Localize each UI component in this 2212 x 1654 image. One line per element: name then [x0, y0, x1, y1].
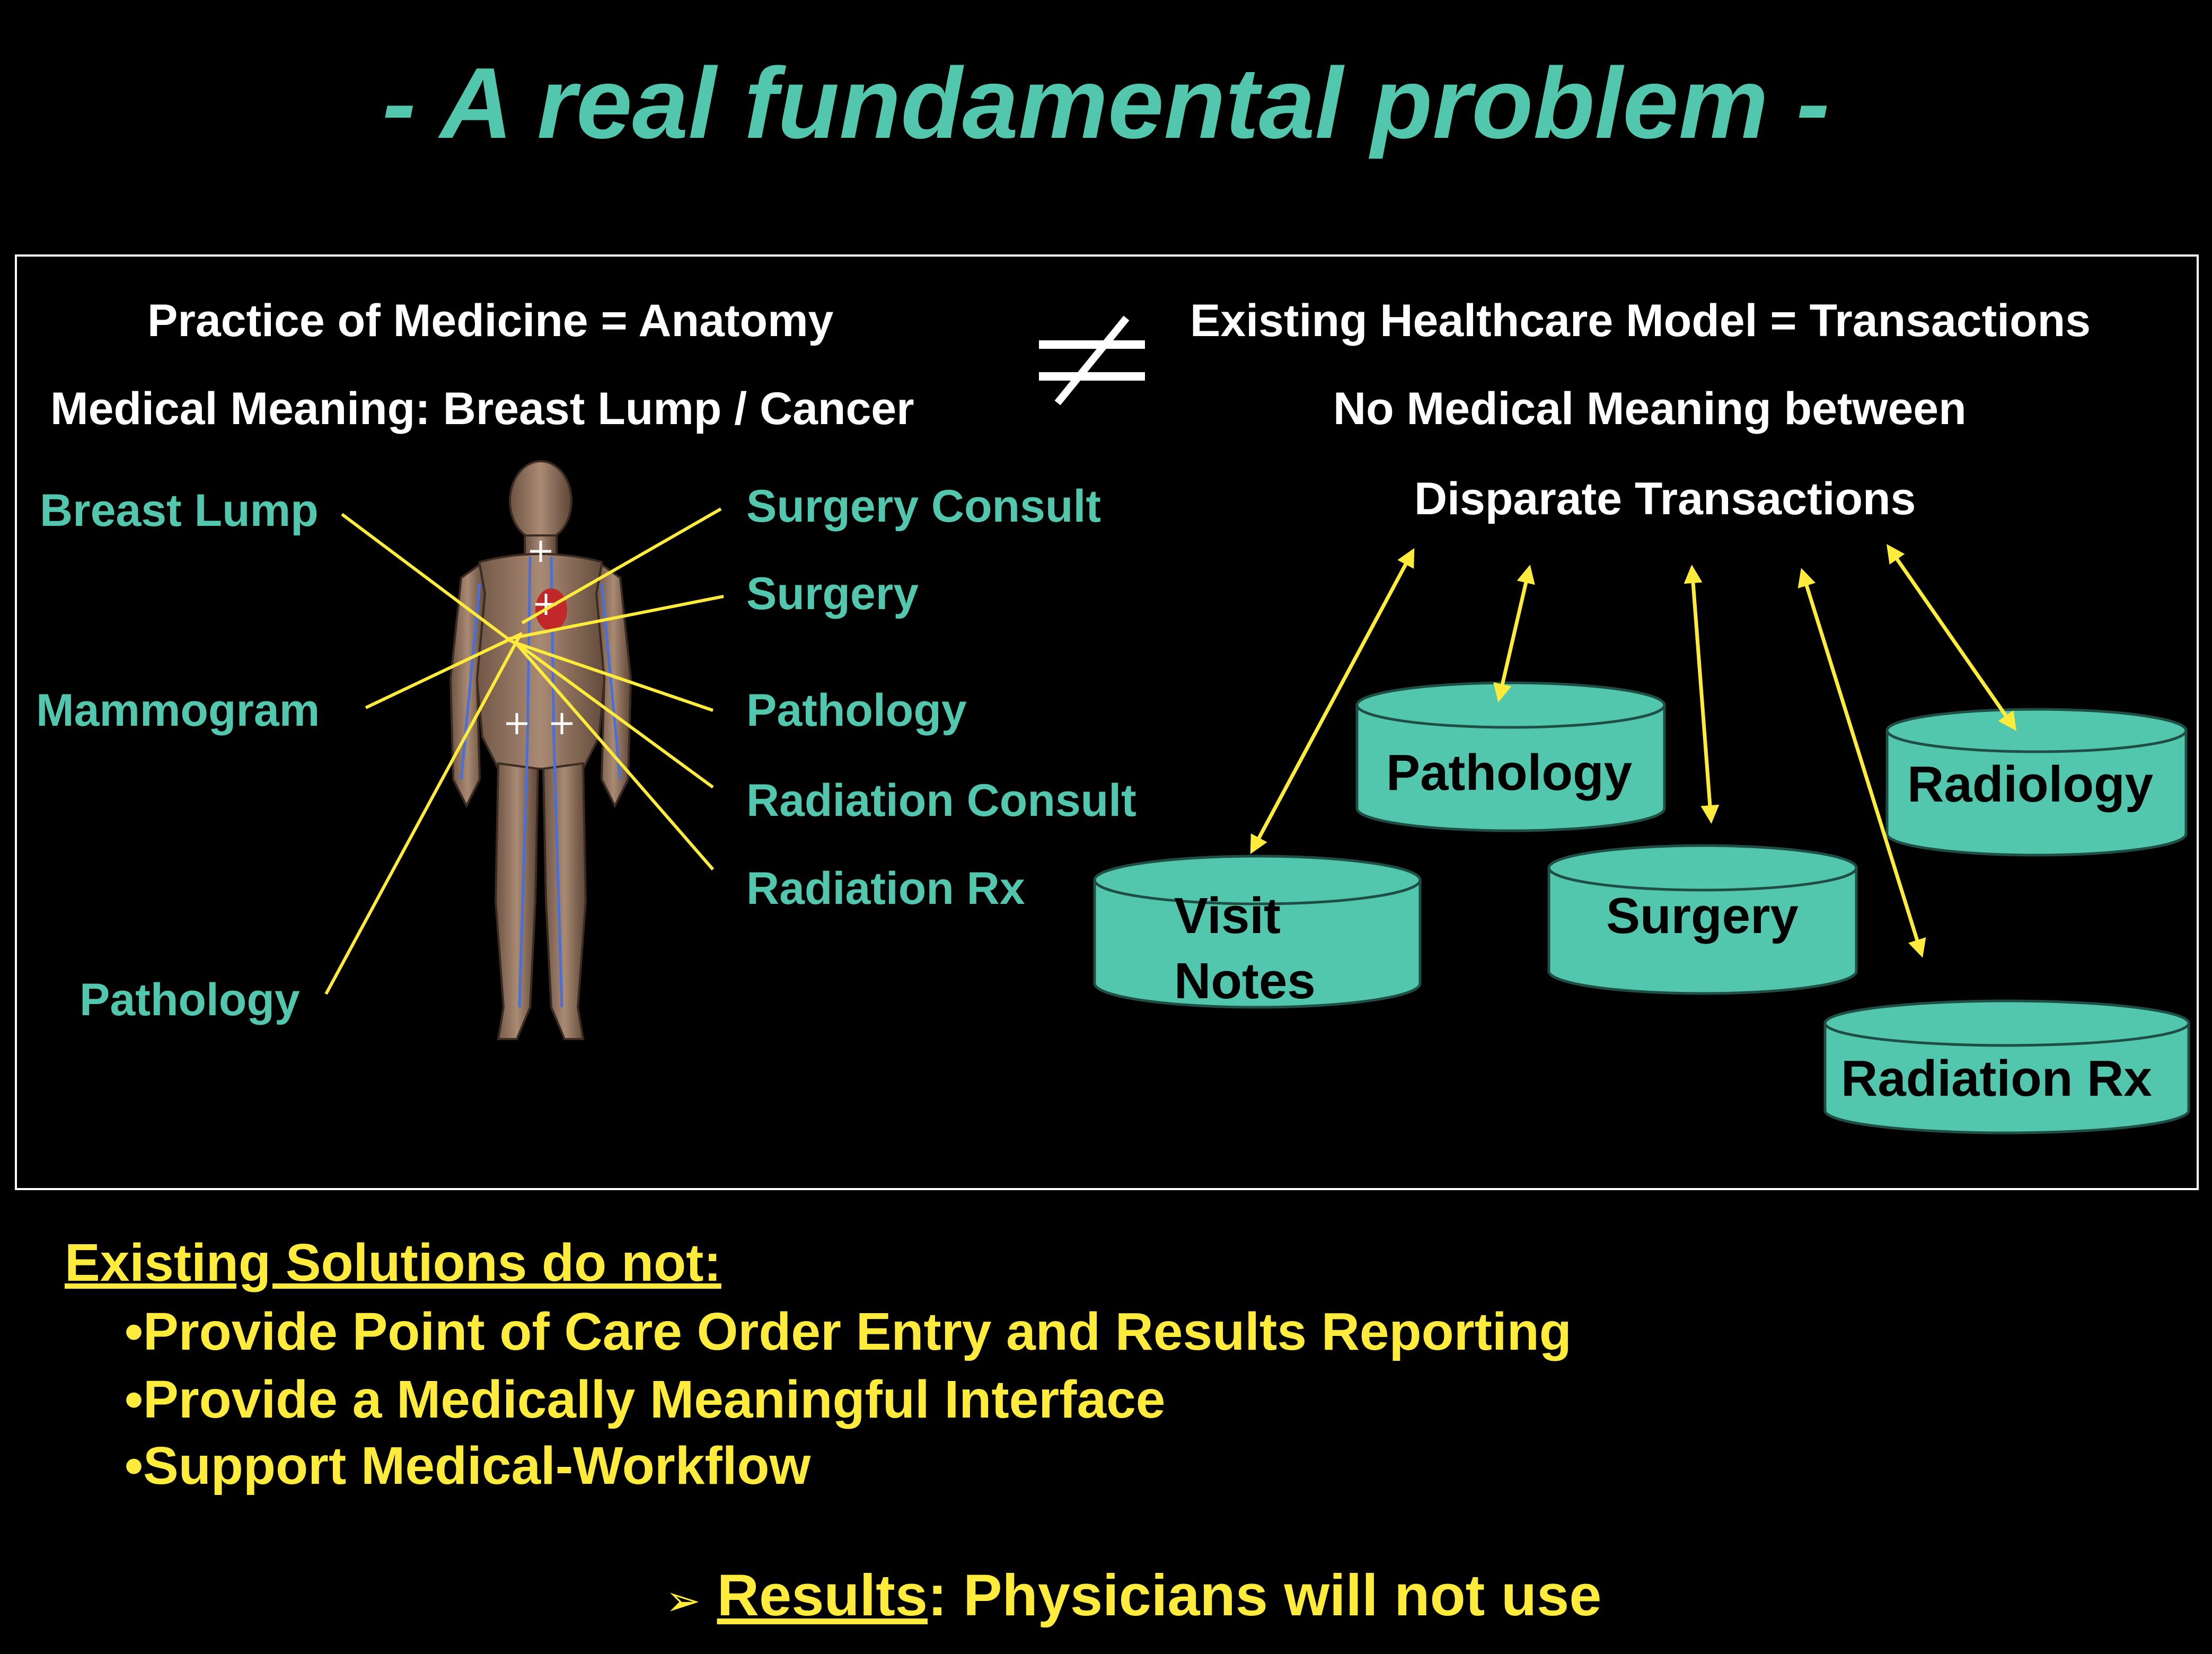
results-label: Results — [717, 1563, 928, 1628]
label-radiation-rx: Radiation Rx — [746, 863, 1025, 914]
db-radiology-label: Radiology — [1907, 756, 2154, 813]
heart-icon — [535, 588, 567, 631]
label-mammogram: Mammogram — [36, 685, 320, 736]
db-radiation-rx-label: Radiation Rx — [1841, 1050, 2152, 1107]
db-pathology — [1355, 681, 1666, 832]
left-subheading: Medical Meaning: Breast Lump / Cancer — [50, 383, 914, 434]
results-line: ➢ Results: Physicians will not use — [665, 1567, 1601, 1625]
db-radiation-rx — [1823, 999, 2190, 1134]
db-visit-notes-label-2: Notes — [1174, 953, 1316, 1009]
marker-crosses — [506, 541, 572, 734]
bidirectional-arrows — [1250, 544, 2016, 958]
right-subheading-1: No Medical Meaning between — [1333, 383, 1967, 434]
connector-lines — [324, 507, 724, 995]
label-pathology-right: Pathology — [746, 685, 967, 736]
db-visit-notes — [1093, 855, 1422, 1009]
db-surgery — [1547, 844, 1858, 995]
db-surgery-label: Surgery — [1606, 887, 1799, 944]
label-surgery: Surgery — [746, 568, 919, 619]
db-pathology-label: Pathology — [1386, 744, 1633, 801]
label-breast-lump: Breast Lump — [40, 485, 319, 536]
slide-title: - A real fundamental problem - — [382, 47, 1830, 160]
bullet-2: •Provide a Medically Meaningful Interfac… — [125, 1370, 1166, 1429]
label-surgery-consult: Surgery Consult — [746, 481, 1101, 532]
right-subheading-2: Disparate Transactions — [1414, 473, 1916, 524]
db-visit-notes-label-1: Visit — [1174, 887, 1281, 944]
label-radiation-consult: Radiation Consult — [746, 775, 1136, 826]
not-equal-icon — [1039, 315, 1145, 406]
bullet-3: •Support Medical-Workflow — [125, 1436, 811, 1495]
existing-solutions-heading: Existing Solutions do not: — [65, 1233, 721, 1292]
results-text: : Physicians will not use — [927, 1563, 1602, 1628]
label-pathology-left: Pathology — [80, 974, 300, 1025]
left-heading: Practice of Medicine = Anatomy — [147, 295, 834, 346]
arrow-bullet-icon: ➢ — [665, 1576, 701, 1625]
right-heading: Existing Healthcare Model = Transactions — [1190, 295, 2091, 346]
diagram-panel — [15, 254, 2199, 1190]
bullet-1: •Provide Point of Care Order Entry and R… — [125, 1302, 1572, 1361]
